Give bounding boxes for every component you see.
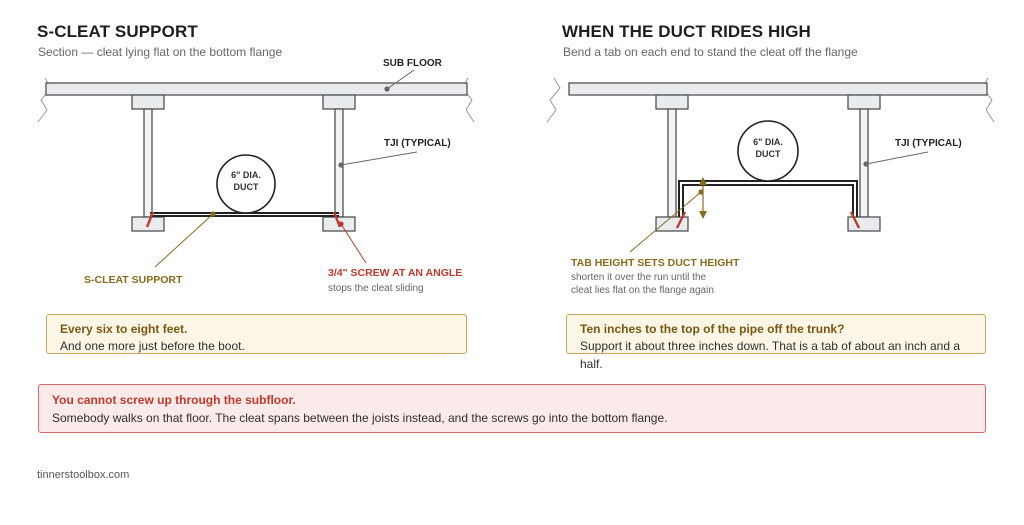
tab-label: TAB HEIGHT SETS DUCT HEIGHT: [571, 257, 740, 269]
duct-label-line2: DUCT: [234, 182, 259, 192]
screw-left: [145, 211, 155, 228]
note-title: Every six to eight feet.: [60, 322, 188, 336]
panel-title: S-CLEAT SUPPORT: [37, 22, 198, 41]
s-cleat-leader: [154, 213, 214, 268]
joist-top-flange-left: [655, 94, 689, 110]
tji-leader: [340, 151, 418, 166]
panel-title: WHEN THE DUCT RIDES HIGH: [562, 22, 811, 41]
note-body: Support it about three inches down. That…: [580, 339, 961, 371]
joist-web-left: [667, 108, 677, 218]
duct-rides-high-diagram: 6" DIA. DUCT TJI (TYPICAL) TAB HEIGHT SE…: [546, 77, 995, 296]
tab-height-arrow-down: [699, 211, 707, 219]
sub-floor-leader-dot: [384, 86, 390, 92]
duct-label-line2: DUCT: [756, 149, 781, 159]
note-body: And one more just before the boot.: [60, 339, 245, 353]
sub-floor-leader: [386, 69, 415, 90]
s-cleat-leader-dot: [210, 211, 216, 217]
panel-s-cleat-support: S-CLEAT SUPPORT Section — cleat lying fl…: [37, 0, 507, 360]
panel-subtitle: Bend a tab on each end to stand the clea…: [563, 45, 858, 59]
joist-web-left: [143, 108, 153, 218]
s-cleat-label: S-CLEAT SUPPORT: [84, 274, 183, 286]
panel-subtitle: Section — cleat lying flat on the bottom…: [38, 45, 283, 59]
warning-body: Somebody walks on that floor. The cleat …: [52, 411, 668, 425]
screw-left: [675, 211, 687, 229]
subfloor: [45, 82, 468, 96]
joist-top-flange-left: [131, 94, 165, 110]
duct-circle: [216, 154, 276, 214]
tab-leader-dot: [698, 189, 704, 195]
note-duct-height: Ten inches to the top of the pipe off th…: [566, 314, 986, 371]
footer-credit: tinnerstoolbox.com: [37, 469, 130, 481]
screw-leader-dot: [338, 221, 344, 227]
screw-leader: [340, 223, 367, 264]
warning-box: You cannot screw up through the subfloor…: [38, 384, 986, 433]
tab-note-line1: shorten it over the run until the: [571, 272, 707, 283]
warning-title: You cannot screw up through the subfloor…: [52, 393, 296, 407]
note-spacing: Every six to eight feet. And one more ju…: [46, 314, 467, 354]
tji-label: TJI (TYPICAL): [384, 138, 451, 149]
duct-circle: [737, 120, 799, 182]
screw-label: 3/4" SCREW AT AN ANGLE: [328, 267, 462, 279]
duct-label-line1: 6" DIA.: [231, 170, 261, 180]
tji-leader-dot: [863, 161, 869, 167]
tji-label: TJI (TYPICAL): [895, 138, 962, 149]
note-title: Ten inches to the top of the pipe off th…: [580, 322, 845, 336]
panel-duct-rides-high: WHEN THE DUCT RIDES HIGH Bend a tab on e…: [546, 0, 1024, 360]
duct-label-line1: 6" DIA.: [753, 137, 783, 147]
tji-leader: [865, 151, 929, 165]
joist-top-flange-right: [322, 94, 356, 110]
subfloor: [568, 82, 988, 96]
tji-leader-dot: [338, 162, 344, 168]
tab-height-arrow-up: [699, 177, 707, 185]
screw-right: [849, 211, 861, 229]
tab-leader: [629, 191, 702, 253]
screw-note: stops the cleat sliding: [328, 283, 424, 294]
sub-floor-label: SUB FLOOR: [383, 58, 443, 69]
tab-note-line2: cleat lies flat on the flange again: [571, 285, 714, 296]
joist-bottom-flange-right: [847, 216, 881, 232]
break-mark-left: [546, 77, 561, 123]
joist-bottom-flange-left: [655, 216, 689, 232]
s-cleat-diagram: 6" DIA. DUCT SUB FLOOR TJI (TYPICAL) S-C…: [37, 58, 475, 294]
joist-top-flange-right: [847, 94, 881, 110]
